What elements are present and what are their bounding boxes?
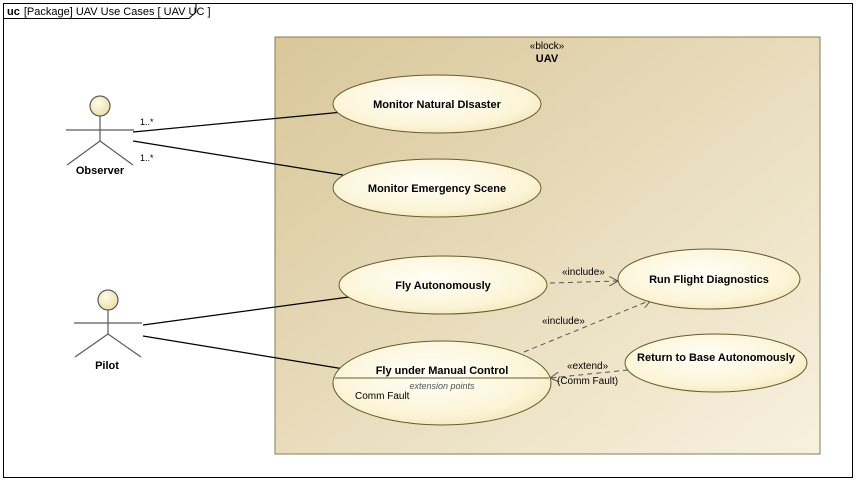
use-case-fly-manual[interactable]: Fly under Manual Control extension point… — [332, 340, 552, 426]
frame-tab — [3, 3, 197, 19]
include-arrow-manual — [523, 300, 651, 353]
include-label-1: «include» — [562, 267, 605, 278]
use-case-label: Monitor Natural DIsaster — [373, 99, 501, 111]
include-arrow-autonomous — [549, 281, 618, 283]
actor-observer[interactable]: Observer — [66, 95, 134, 177]
actor-label: Pilot — [95, 360, 119, 372]
use-case-label: Fly Autonomously — [395, 280, 491, 292]
actor-head — [97, 289, 119, 311]
extend-arrow — [550, 369, 629, 378]
use-case-label: Return to Base Autonomously — [637, 352, 796, 364]
use-case-label: Fly under Manual Control — [376, 365, 509, 377]
use-case-monitor-emergency[interactable]: Monitor Emergency Scene — [332, 158, 542, 218]
extend-condition: (Comm Fault) — [557, 376, 618, 387]
block-name: UAV — [536, 53, 559, 65]
actor-head — [89, 95, 111, 117]
extend-label: «extend» — [567, 361, 609, 372]
assoc-observer-emergency — [132, 140, 344, 176]
assoc-observer-disaster — [132, 111, 344, 133]
use-case-label: Monitor Emergency Scene — [368, 183, 506, 195]
block-stereotype: «block» — [530, 41, 565, 52]
actor-right-leg — [107, 333, 142, 358]
extension-points-header: extension points — [409, 381, 475, 391]
frame-title: [Package] UAV Use Cases [ UAV UC ] — [24, 6, 211, 18]
actor-left-leg — [74, 333, 109, 358]
use-case-fly-autonomously[interactable]: Fly Autonomously — [338, 255, 548, 315]
assoc-pilot-autonomous — [142, 296, 350, 326]
actor-label: Observer — [76, 165, 125, 177]
multiplicity-emergency: 1..* — [140, 153, 154, 163]
use-case-monitor-disaster[interactable]: Monitor Natural DIsaster — [332, 74, 542, 134]
use-case-label: Run Flight Diagnostics — [649, 274, 769, 286]
extension-point: Comm Fault — [355, 391, 410, 402]
use-case-run-diagnostics[interactable]: Run Flight Diagnostics — [617, 248, 801, 310]
actor-right-leg — [99, 140, 134, 166]
multiplicity-disaster: 1..* — [140, 117, 154, 127]
assoc-pilot-manual — [142, 335, 351, 371]
include-label-2: «include» — [542, 316, 585, 327]
frame-tab-label: uc [Package] UAV Use Cases [ UAV UC ] — [7, 6, 211, 18]
actor-pilot[interactable]: Pilot — [74, 289, 142, 372]
frame-keyword: uc — [7, 6, 20, 18]
actor-left-leg — [66, 140, 101, 166]
use-case-return-to-base[interactable]: Return to Base Autonomously — [624, 333, 808, 393]
